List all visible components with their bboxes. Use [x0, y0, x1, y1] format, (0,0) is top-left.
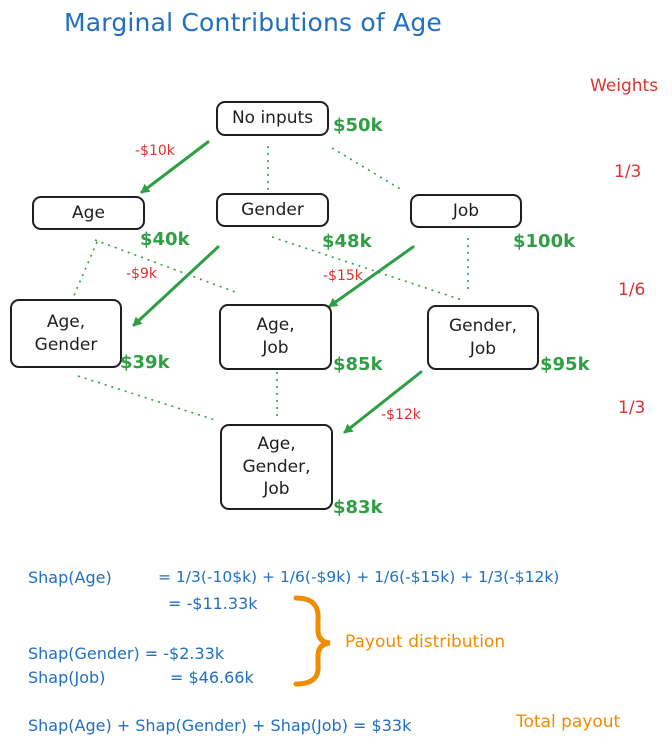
total-equation: Shap(Age) + Shap(Gender) + Shap(Job) = $…: [28, 716, 412, 735]
node-label: Age, Gender: [34, 311, 98, 355]
edge-age-agegender: [71, 241, 98, 301]
arrow-empty-to-age: [140, 140, 210, 194]
total-payout-label: Total payout: [516, 712, 621, 732]
node-gender: Gender: [216, 193, 329, 227]
delta-empty-age: -$10k: [135, 143, 175, 159]
node-age-gender: Age, Gender: [10, 299, 122, 368]
shap-job-label: Shap(Job): [28, 668, 106, 687]
weight-level-3: 1/3: [618, 398, 646, 418]
weight-level-2: 1/6: [618, 280, 646, 300]
marginal-arrows: [132, 140, 423, 434]
value-job: $100k: [513, 231, 576, 252]
payout-brace: [293, 595, 331, 687]
weights-header: Weights: [590, 76, 659, 96]
weight-level-1: 1/3: [614, 162, 642, 182]
value-age-gender-job: $83k: [333, 497, 383, 518]
value-no-inputs: $50k: [333, 115, 383, 136]
delta-gender-agegender: -$9k: [126, 266, 157, 282]
node-label: Job: [452, 200, 480, 221]
node-age-job: Age, Job: [219, 304, 332, 370]
node-label: No inputs: [231, 108, 314, 129]
node-gender-job: Gender, Job: [427, 305, 539, 370]
value-gender: $48k: [322, 231, 372, 252]
node-label: Age, Job: [256, 315, 295, 358]
shap-age-formula: = 1/3(-10$k) + 1/6(-$9k) + 1/6(-$15k) + …: [158, 568, 560, 586]
node-label: Gender, Job: [448, 315, 518, 359]
delta-genderjob-all: -$12k: [381, 407, 421, 423]
node-no-inputs: No inputs: [216, 101, 329, 136]
shap-age-result: = -$11.33k: [168, 594, 258, 613]
shap-gender: Shap(Gender) = -$2.33k: [28, 644, 225, 663]
edge-agegender-all: [77, 375, 216, 421]
page-title: Marginal Contributions of Age: [64, 8, 442, 37]
arrow-gender-to-agegender: [132, 245, 220, 327]
value-age-job: $85k: [333, 354, 383, 375]
node-age-gender-job: Age, Gender, Job: [220, 424, 333, 510]
shap-job-result: = $46.66k: [170, 668, 254, 687]
value-gender-job: $95k: [540, 354, 590, 375]
arrow-genderjob-to-all: [343, 370, 423, 434]
node-job: Job: [410, 194, 522, 228]
value-age-gender: $39k: [120, 352, 170, 373]
payout-distribution-label: Payout distribution: [345, 632, 506, 652]
delta-job-agejob: -$15k: [323, 268, 363, 284]
value-age: $40k: [140, 229, 190, 250]
node-label: Age: [72, 202, 105, 223]
dotted-edges: [71, 146, 469, 421]
shap-age-label: Shap(Age): [28, 568, 112, 587]
node-age: Age: [32, 196, 145, 230]
arrow-job-to-agejob: [328, 245, 415, 308]
node-label: Age, Gender, Job: [242, 433, 311, 500]
edge-empty-job: [331, 147, 403, 191]
node-label: Gender: [241, 199, 304, 220]
